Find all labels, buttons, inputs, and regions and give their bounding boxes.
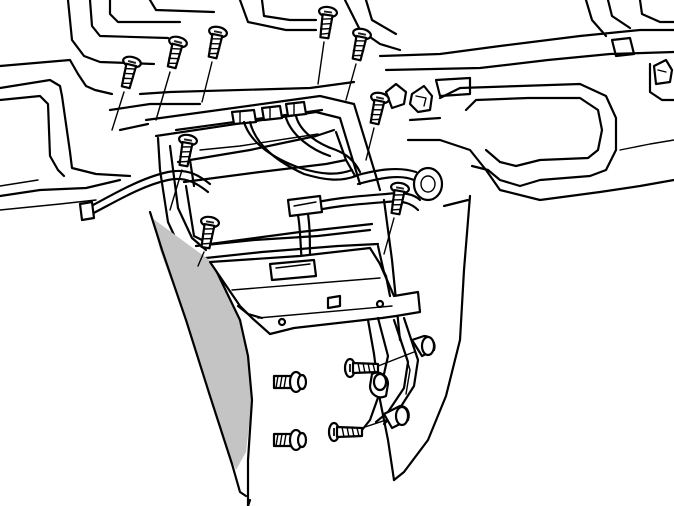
screw-icon [369,91,390,126]
screw-icon [343,357,380,379]
dash-screws [111,5,411,267]
screw-icon [317,5,339,40]
screw-icon [177,133,199,168]
bolt-icon [272,428,308,452]
wiring-harness [78,114,422,268]
center-stack-frame [144,94,382,264]
bolt-icon [272,370,308,394]
screw-icon [351,27,372,62]
screw-icon [327,421,364,443]
screw-icon [199,215,221,250]
console-bolts [272,351,415,452]
mount-pins [368,334,436,430]
screw-icon [120,55,142,90]
screw-icon [207,25,228,60]
center-console-shell [148,194,472,506]
screw-icon [166,35,188,70]
screw-icon [389,181,411,216]
